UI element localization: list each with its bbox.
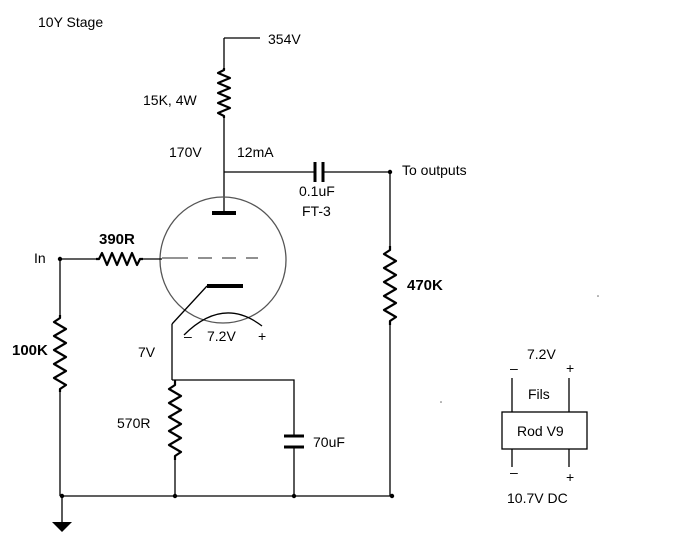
rod-v9-box bbox=[501, 411, 588, 450]
speck bbox=[597, 295, 599, 297]
output-resistor-label: 470K bbox=[407, 277, 443, 294]
output-label: To outputs bbox=[402, 162, 467, 178]
fil-supply-fils-label: Fils bbox=[528, 386, 550, 402]
plate-voltage-label: 170V bbox=[169, 144, 202, 160]
coupling-cap-value: 0.1uF bbox=[299, 183, 335, 199]
grid-stopper-resistor bbox=[96, 251, 143, 267]
plate-current-label: 12mA bbox=[237, 144, 274, 160]
coupling-capacitor bbox=[313, 162, 325, 182]
cathode-resistor-label: 570R bbox=[117, 415, 150, 431]
grid-leak-label: 100K bbox=[12, 342, 48, 359]
output-resistor bbox=[382, 246, 398, 325]
rod-v9-label: Rod V9 bbox=[517, 423, 564, 439]
bypass-cap-label: 70uF bbox=[313, 434, 345, 450]
grid-leak-resistor bbox=[52, 315, 68, 392]
filament-minus: – bbox=[184, 328, 192, 344]
fil-supply-plus-top: + bbox=[566, 360, 574, 376]
fil-supply-voltage-top: 7.2V bbox=[527, 346, 556, 362]
fil-supply-plus-bottom: + bbox=[566, 469, 574, 485]
input-label: In bbox=[34, 250, 46, 266]
filament-plus: + bbox=[258, 328, 266, 344]
plate-resistor bbox=[216, 68, 232, 118]
cathode-voltage-label: 7V bbox=[138, 344, 156, 360]
ground-symbol bbox=[52, 496, 72, 532]
fil-supply-minus-top: – bbox=[510, 360, 518, 376]
plate-resistor-label: 15K, 4W bbox=[143, 92, 197, 108]
coupling-cap-type: FT-3 bbox=[302, 203, 331, 219]
grid-stopper-label: 390R bbox=[99, 231, 135, 248]
input-wire bbox=[57, 256, 96, 262]
filament-voltage-label: 7.2V bbox=[207, 328, 236, 344]
fil-supply-leads bbox=[511, 378, 570, 467]
triode-tube bbox=[159, 196, 287, 336]
fil-supply-voltage-bottom: 10.7V DC bbox=[507, 490, 568, 506]
speck bbox=[440, 401, 442, 403]
output-wire bbox=[323, 169, 393, 246]
cathode-wire bbox=[171, 324, 295, 435]
cathode-resistor bbox=[167, 380, 183, 460]
supply-rail bbox=[223, 37, 260, 68]
ground-bus bbox=[59, 493, 395, 499]
title: 10Y Stage bbox=[38, 14, 103, 30]
bypass-capacitor bbox=[284, 434, 304, 496]
fil-supply-minus-bottom: – bbox=[510, 464, 518, 480]
plate-wire bbox=[223, 118, 315, 212]
supply-voltage-label: 354V bbox=[268, 31, 301, 47]
